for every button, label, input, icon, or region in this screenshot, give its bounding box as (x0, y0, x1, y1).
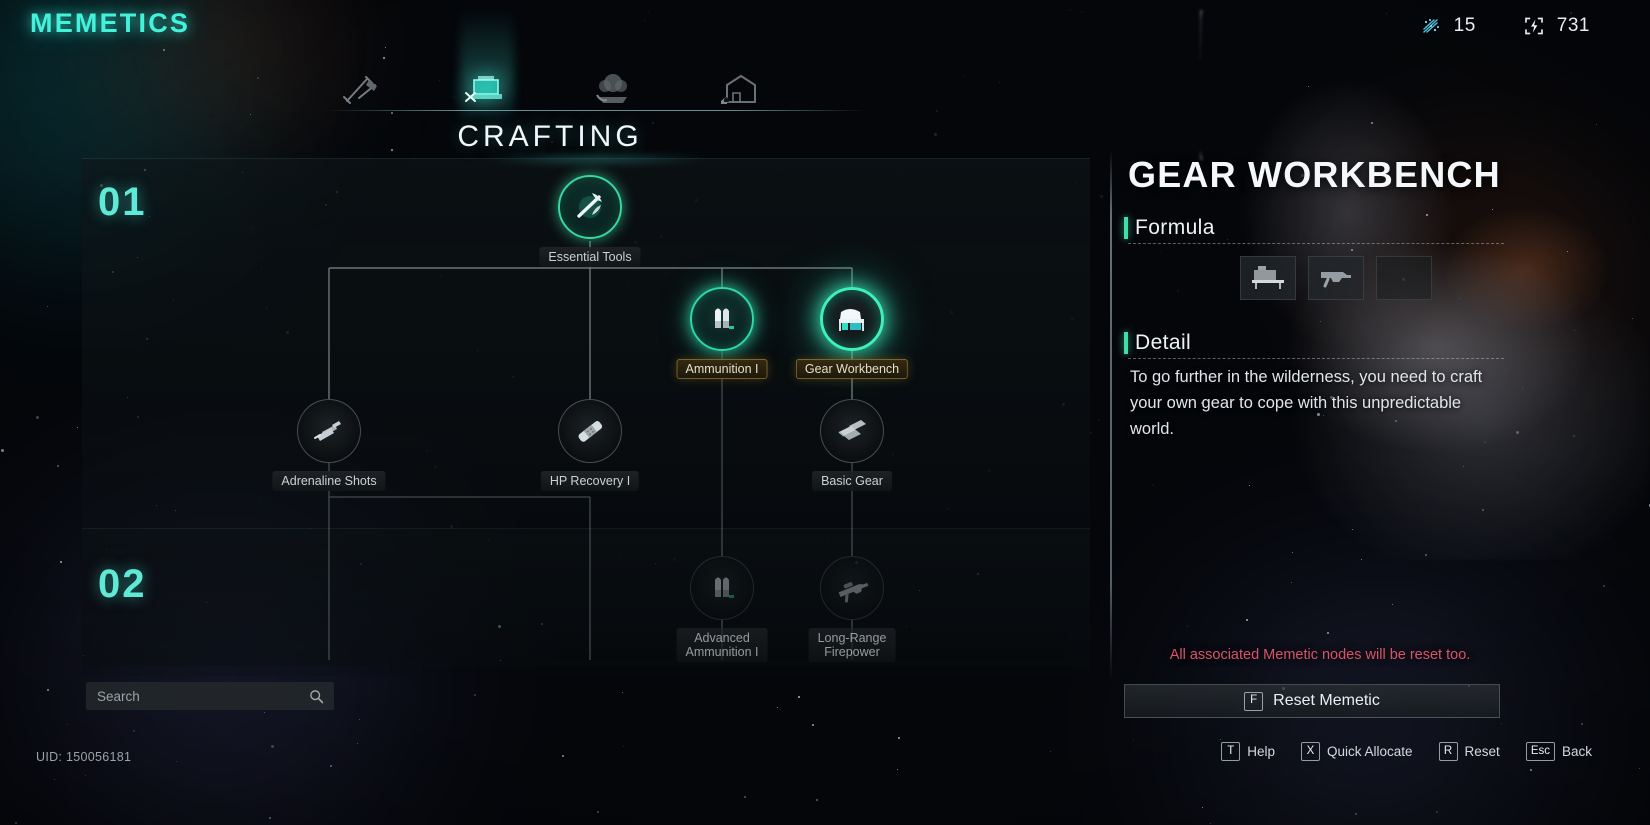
node-label-gear-workbench: Gear Workbench (795, 359, 909, 379)
node-label-hp-recovery-1: HP Recovery I (540, 471, 640, 491)
search-icon[interactable] (305, 689, 334, 704)
energy-value: 731 (1556, 15, 1590, 36)
formula-dotted-rule (1128, 243, 1504, 244)
node-ring (690, 556, 754, 620)
workbench-icon (820, 287, 884, 351)
reset-key-hint: F (1244, 691, 1264, 711)
hotkey-label: Back (1561, 744, 1592, 759)
crafting-bench-icon (458, 66, 516, 112)
reset-memetic-button[interactable]: F Reset Memetic (1124, 684, 1500, 718)
currency-memetic-shard: 15 (1419, 14, 1476, 38)
search-input[interactable] (86, 688, 305, 704)
detail-panel-divider (1110, 150, 1112, 680)
syringes-icon (297, 399, 361, 463)
hotkey-help[interactable]: T Help (1221, 742, 1275, 761)
hotkey-label: Quick Allocate (1326, 744, 1413, 759)
node-button-gear-workbench[interactable] (820, 287, 884, 351)
hotkey-key: X (1300, 742, 1320, 761)
uid-label: UID: 150056181 (36, 750, 132, 764)
formula-slot-empty[interactable] (1376, 256, 1432, 300)
node-button-hp-recovery-1[interactable] (558, 399, 622, 463)
tools-sling-icon (332, 66, 390, 112)
node-ring (690, 287, 754, 351)
hotkey-bar: T Help X Quick Allocate R Reset Esc Back (1221, 742, 1592, 761)
search-box[interactable] (86, 682, 334, 710)
section-title-glow (430, 156, 760, 178)
page-title: MEMETICS (30, 8, 191, 38)
detail-panel: GEAR WORKBENCH Formula (1110, 0, 1650, 825)
formula-label: Formula (1135, 216, 1215, 239)
tab-survival[interactable] (332, 66, 390, 112)
node-label-basic-gear: Basic Gear (812, 471, 892, 491)
node-label-adrenaline-shots: Adrenaline Shots (272, 471, 386, 491)
formula-slot-weapon[interactable] (1308, 256, 1364, 300)
category-tab-bar (0, 60, 1100, 112)
currency-energy: 731 (1522, 14, 1590, 38)
reset-button-label: Reset Memetic (1273, 692, 1380, 709)
tab-divider (326, 110, 866, 111)
section-title: CRAFTING (457, 120, 643, 153)
formula-slot-list (1240, 256, 1432, 300)
hotkey-key: T (1221, 742, 1241, 761)
workbench-thumb-icon (1248, 261, 1288, 296)
weapon-thumb-icon (1316, 261, 1356, 296)
node-button-adrenaline-shots[interactable] (297, 399, 361, 463)
memetic-shard-icon (1419, 14, 1443, 38)
formula-slot-workbench[interactable] (1240, 256, 1296, 300)
detail-description: To go further in the wilderness, you nee… (1130, 368, 1483, 438)
hotkey-quick-allocate[interactable]: X Quick Allocate (1300, 742, 1413, 761)
node-ring (820, 556, 884, 620)
section-accent-bar (1124, 217, 1128, 239)
bullets-icon (690, 287, 754, 351)
bullets-icon (690, 556, 754, 620)
detail-label: Detail (1135, 331, 1192, 354)
node-label-essential-tools: Essential Tools (539, 247, 641, 267)
energy-bolt-icon (1522, 14, 1546, 38)
formula-section-header: Formula (1124, 216, 1504, 244)
memetic-shard-value: 15 (1453, 15, 1476, 36)
detail-section-header: Detail (1124, 331, 1504, 359)
hotkey-key: Esc (1525, 742, 1555, 761)
detail-title: GEAR WORKBENCH (1128, 154, 1501, 195)
node-ring (820, 287, 884, 351)
hotkey-key: R (1438, 742, 1458, 761)
hotkey-back[interactable]: Esc Back (1525, 742, 1592, 761)
node-button-advanced-ammunition-1[interactable] (690, 556, 754, 620)
hotkey-label: Help (1247, 744, 1275, 759)
node-label-ammunition-1: Ammunition I (676, 359, 768, 379)
hotkey-reset[interactable]: R Reset (1438, 742, 1500, 761)
harvest-icon (584, 66, 642, 112)
currency-tray: 15 731 (1419, 14, 1590, 38)
tab-gathering[interactable] (584, 66, 642, 112)
gear-parts-icon (820, 399, 884, 463)
tab-building[interactable] (710, 66, 768, 112)
home-building-icon (710, 66, 768, 112)
node-button-ammunition-1[interactable] (690, 287, 754, 351)
node-button-long-range-firepower[interactable] (820, 556, 884, 620)
tab-crafting[interactable] (458, 66, 516, 112)
node-button-basic-gear[interactable] (820, 399, 884, 463)
reset-warning-text: All associated Memetic nodes will be res… (1169, 647, 1471, 663)
bandage-icon (558, 399, 622, 463)
pickaxe-icon (558, 175, 622, 239)
top-bar: MEMETICS 15 (0, 0, 1650, 58)
rifle-icon (820, 556, 884, 620)
tier-number-02: 02 (98, 562, 147, 606)
detail-dotted-rule (1128, 358, 1504, 359)
hotkey-label: Reset (1464, 744, 1500, 759)
tier-number-01: 01 (98, 180, 147, 224)
section-accent-bar (1124, 332, 1128, 354)
node-button-essential-tools[interactable] (558, 175, 622, 239)
